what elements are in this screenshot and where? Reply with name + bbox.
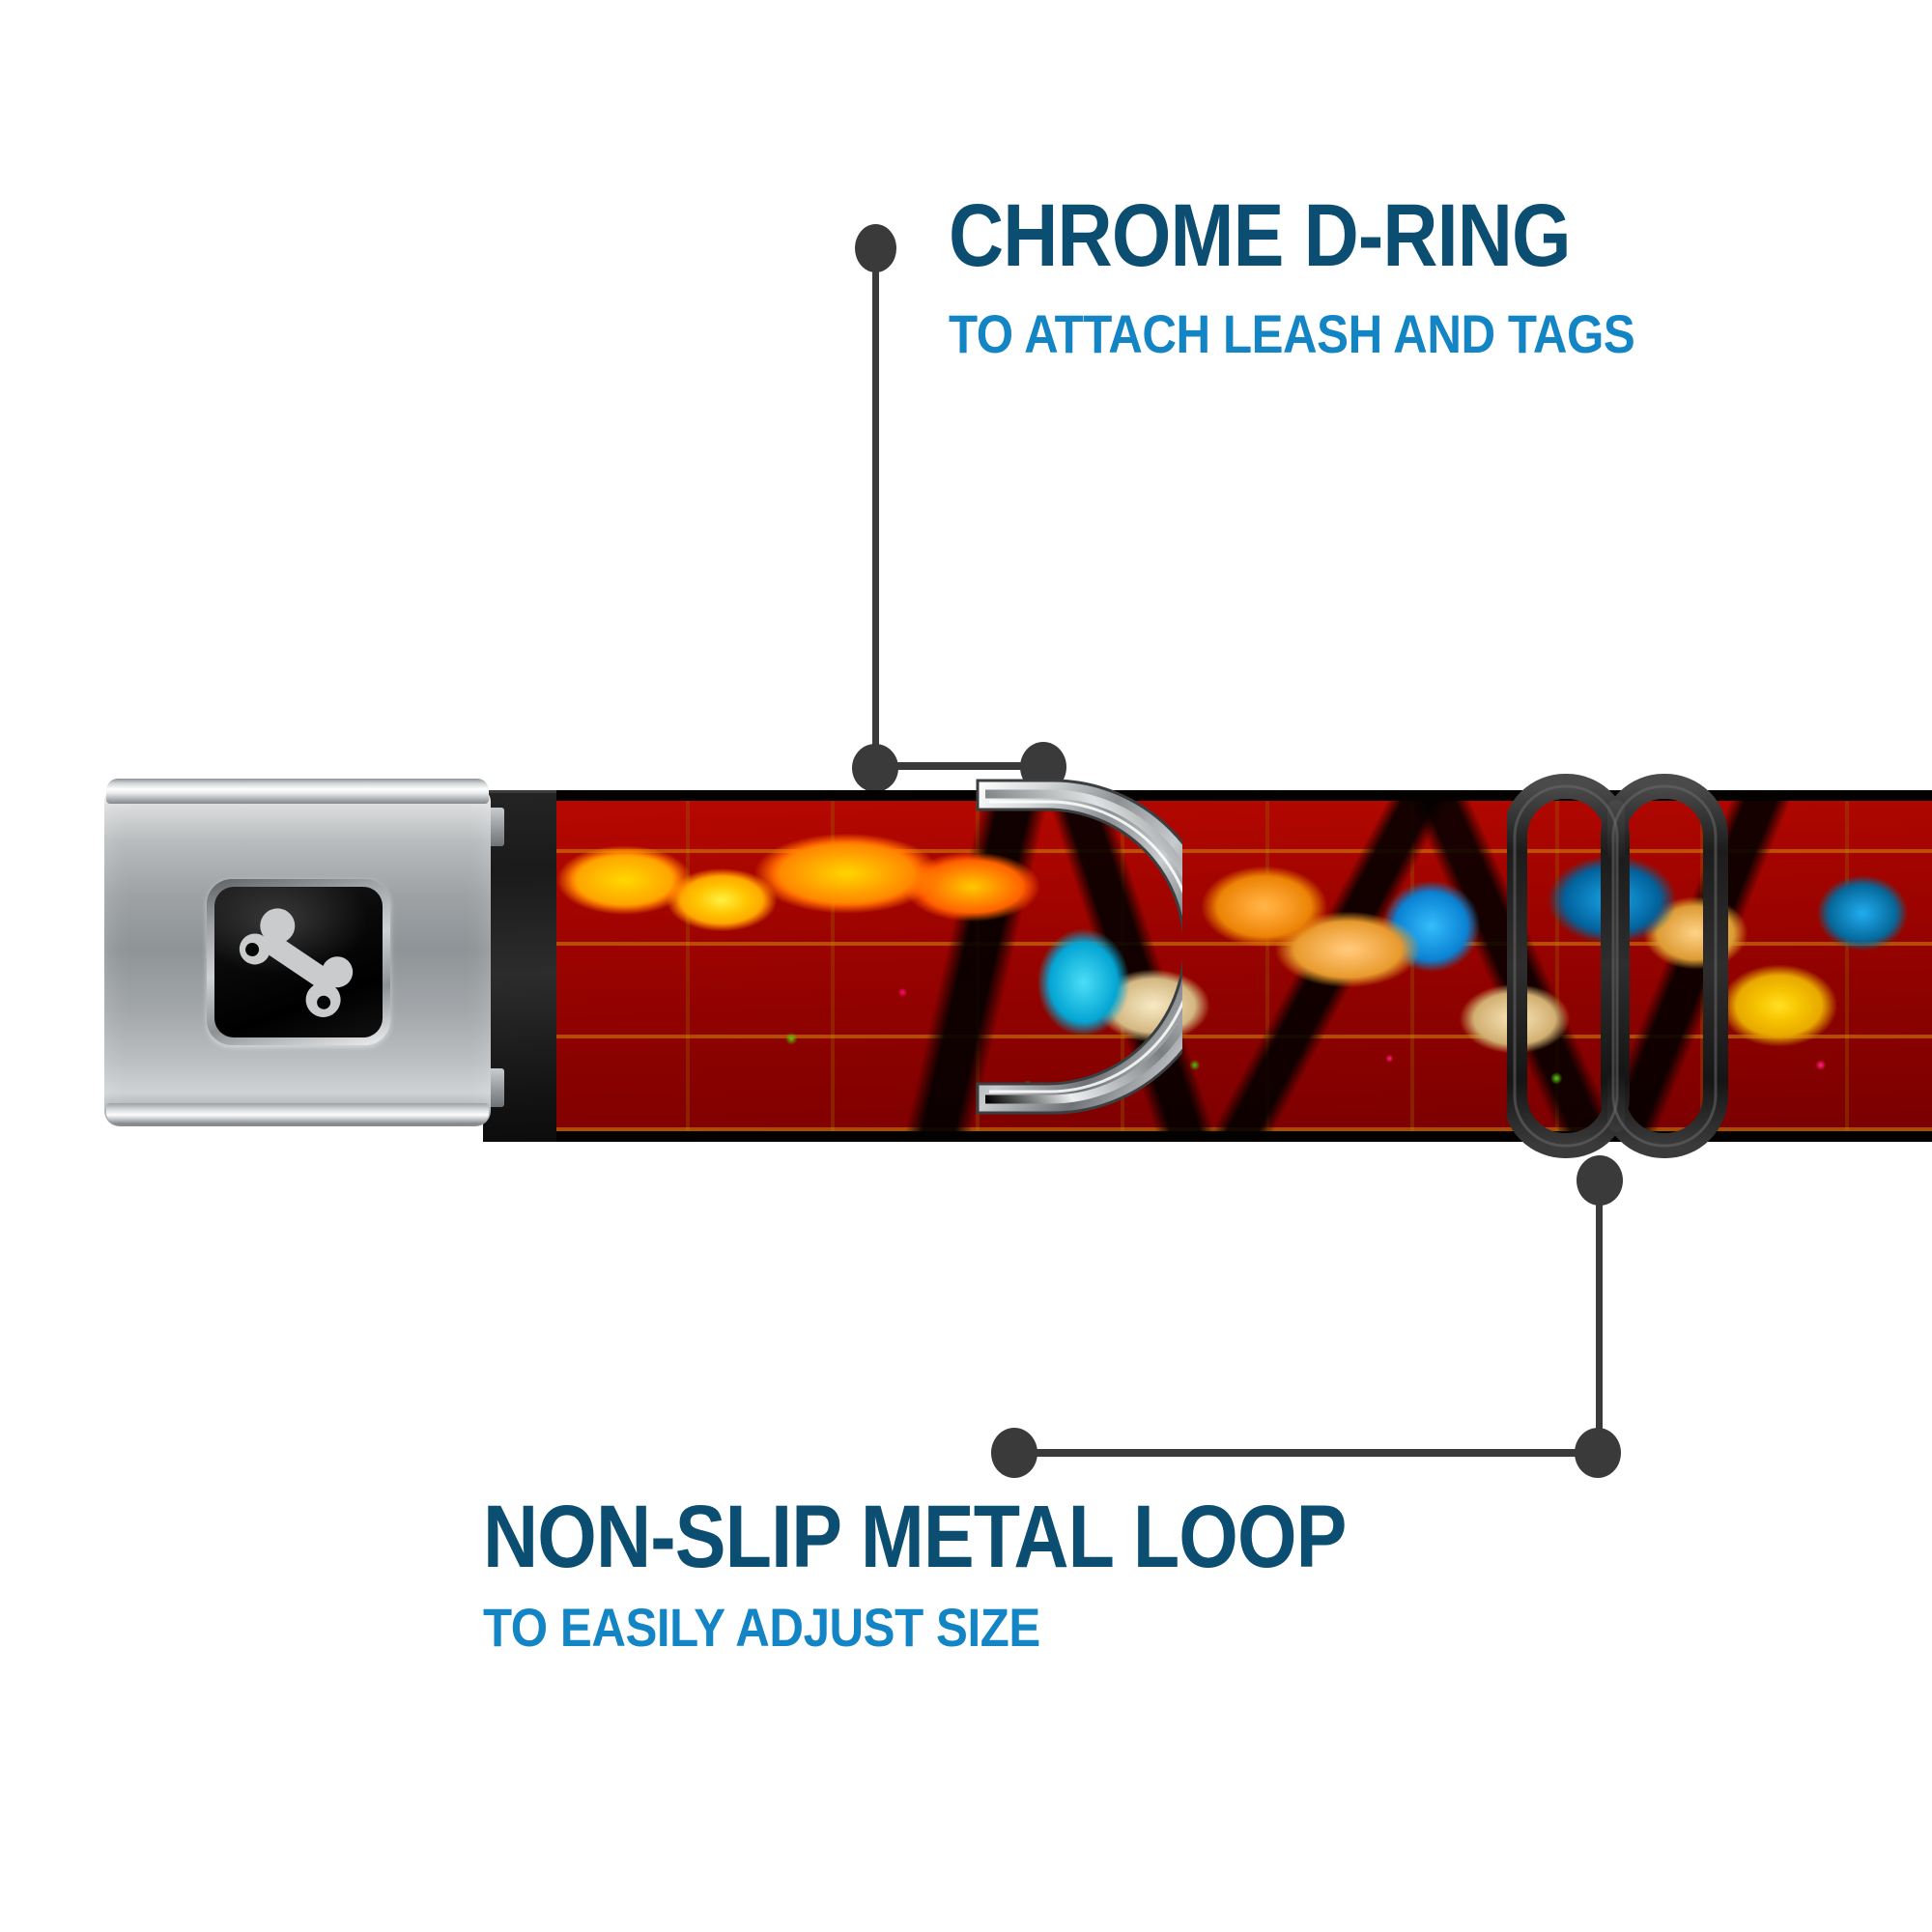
leader-dot-bottom-anchor: [991, 1428, 1037, 1478]
leader-line-horizontal-top: [875, 762, 1047, 770]
dog-bone-icon: [239, 908, 354, 1017]
leader-dot-top-anchor: [855, 224, 896, 272]
d-ring-highlight: [985, 789, 1182, 1104]
buckle-bottom-bevel: [106, 1103, 489, 1124]
leader-line-vertical-top: [872, 253, 879, 767]
callout-subtitle-chrome-d-ring: TO ATTACH LEASH AND TAGS: [949, 303, 1635, 364]
d-ring-icon[interactable]: [939, 765, 1182, 1132]
collar-strap: [0, 790, 1932, 1142]
callout-subtitle-non-slip-metal-loop: TO EASILY ADJUST SIZE: [483, 1597, 1040, 1658]
tri-glide-loop-icon[interactable]: [1507, 773, 1739, 1159]
strap-graffiti-pattern: [541, 790, 1932, 1142]
callout-title-non-slip-metal-loop: NON-SLIP METAL LOOP: [483, 1488, 1347, 1586]
callout-title-chrome-d-ring: CHROME D-RING: [949, 186, 1572, 285]
buckle-black-plate[interactable]: [214, 887, 383, 1037]
loop-highlight-right: [1611, 784, 1718, 1148]
loop-highlight-left: [1513, 784, 1619, 1148]
buckle-top-bevel: [106, 779, 489, 804]
leader-line-horizontal-bottom: [1024, 1449, 1584, 1457]
d-ring-specular: [989, 800, 1182, 1094]
d-ring-outer: [976, 779, 1182, 1115]
chrome-seatbelt-buckle[interactable]: [104, 763, 504, 1150]
leader-line-vertical-bottom: [1596, 1180, 1603, 1453]
